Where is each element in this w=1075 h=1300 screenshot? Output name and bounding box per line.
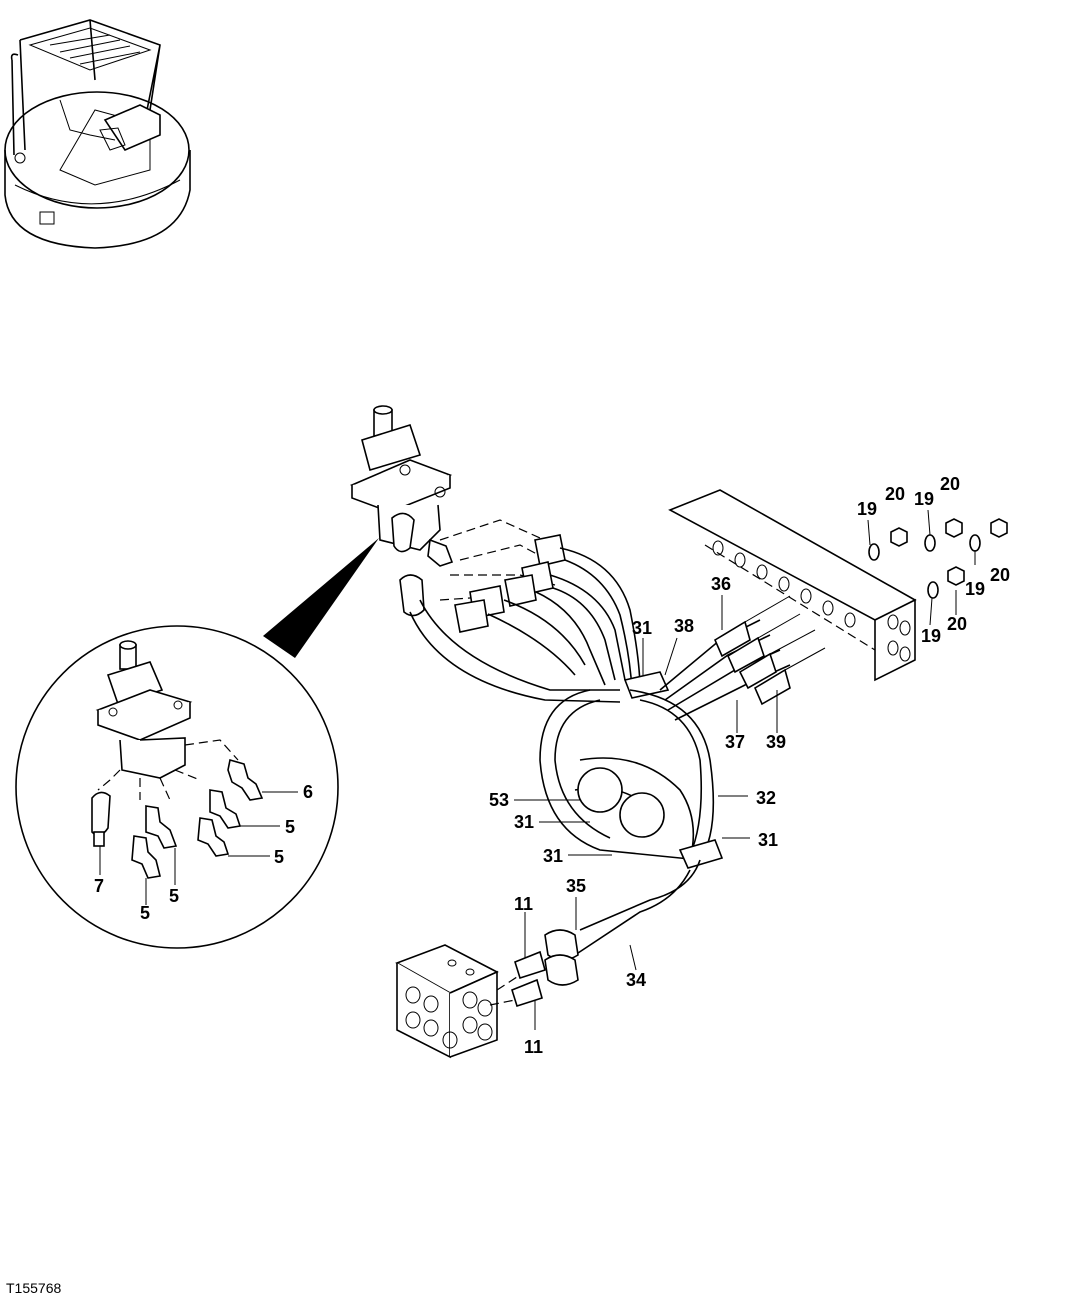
manifold-block-icon	[395, 944, 546, 1059]
callout-35: 35	[566, 876, 586, 896]
callout-7: 7	[94, 876, 104, 896]
callout-11: 11	[524, 1037, 543, 1057]
callout-53: 53	[489, 790, 509, 810]
callout-5: 5	[274, 847, 284, 867]
callout-37: 37	[725, 732, 745, 752]
hose-bundle	[409, 534, 826, 986]
callout-20: 20	[947, 614, 967, 634]
callout-11: 11	[514, 894, 533, 914]
excavator-upper-structure-icon	[4, 19, 191, 249]
callout-19: 19	[857, 499, 877, 519]
callout-5: 5	[285, 817, 295, 837]
bulkhead-bracket-icon	[668, 489, 1008, 682]
callout-32: 32	[756, 788, 776, 808]
callout-31: 31	[543, 846, 563, 866]
callout-19: 19	[921, 626, 941, 646]
callout-36: 36	[711, 574, 731, 594]
figure-id: T155768	[6, 1280, 61, 1296]
callout-31: 31	[514, 812, 534, 832]
callout-31: 31	[632, 618, 652, 638]
callout-38: 38	[674, 616, 694, 636]
callout-31: 31	[758, 830, 778, 850]
callout-20: 20	[885, 484, 905, 504]
callout-34: 34	[626, 970, 646, 990]
callout-19: 19	[914, 489, 934, 509]
pilot-valve-detail-icon	[15, 538, 379, 949]
leader-lines	[99, 509, 976, 1030]
callout-labels: 19 20 19 20 20 19 20 19 36 31 38 37 39 5…	[94, 474, 1010, 1057]
callout-5: 5	[140, 903, 150, 923]
callout-20: 20	[990, 565, 1010, 585]
callout-20: 20	[940, 474, 960, 494]
callout-19: 19	[965, 579, 985, 599]
callout-5: 5	[169, 886, 179, 906]
callout-39: 39	[766, 732, 786, 752]
pilot-control-valve-icon	[349, 405, 556, 617]
callout-6: 6	[303, 782, 313, 802]
